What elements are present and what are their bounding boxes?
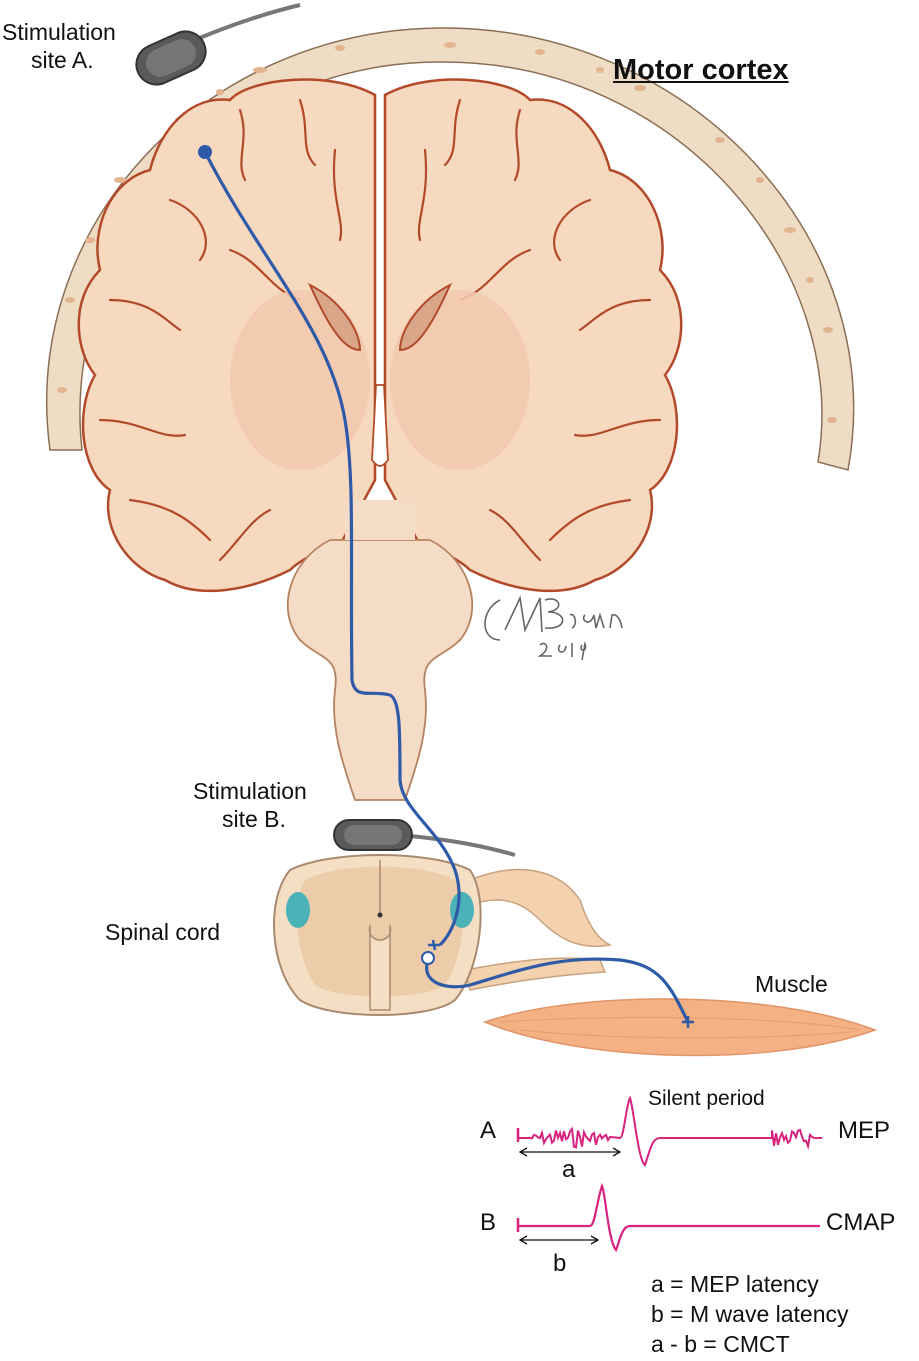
latency-arrow-b bbox=[518, 1235, 600, 1245]
interval-b-label: b bbox=[553, 1250, 567, 1277]
legend-item-m-wave-latency: b = M wave latency bbox=[651, 1301, 849, 1327]
trace-a-letter: A bbox=[480, 1117, 497, 1144]
trace-b-letter: B bbox=[480, 1209, 497, 1236]
stimulation-site-b-label: Stimulation site B. bbox=[193, 777, 307, 833]
trace-a-name: MEP bbox=[838, 1117, 891, 1144]
motor-pathway bbox=[198, 145, 694, 1028]
latency-arrow-a bbox=[518, 1147, 622, 1157]
stim-b-line2: site B. bbox=[222, 806, 286, 832]
stim-a-line2: site A. bbox=[31, 47, 94, 73]
electrode-a bbox=[135, 3, 301, 86]
spinal-cord-label: Spinal cord bbox=[105, 919, 221, 945]
figure-title: Motor cortex bbox=[613, 54, 789, 86]
stimulation-site-a-label: Stimulation site A. bbox=[2, 18, 116, 74]
trace-cmap bbox=[516, 1182, 820, 1253]
legend-item-cmct: a - b = CMCT bbox=[651, 1331, 790, 1357]
interval-a-label: a bbox=[562, 1156, 576, 1183]
legend-item-mep-latency: a = MEP latency bbox=[651, 1271, 819, 1297]
muscle bbox=[482, 998, 878, 1057]
stim-a-line1: Stimulation bbox=[2, 19, 116, 45]
trace-b-name: CMAP bbox=[826, 1209, 896, 1236]
electrode-b bbox=[333, 819, 516, 857]
silent-period-label: Silent period bbox=[648, 1087, 765, 1110]
muscle-label: Muscle bbox=[755, 971, 828, 997]
trace-mep bbox=[516, 1095, 823, 1167]
artist-signature bbox=[484, 595, 623, 661]
legend: a = MEP latency b = M wave latency a - b… bbox=[651, 1269, 849, 1359]
brain bbox=[77, 78, 683, 593]
stim-b-line1: Stimulation bbox=[193, 778, 307, 804]
nerve-roots bbox=[464, 868, 613, 991]
